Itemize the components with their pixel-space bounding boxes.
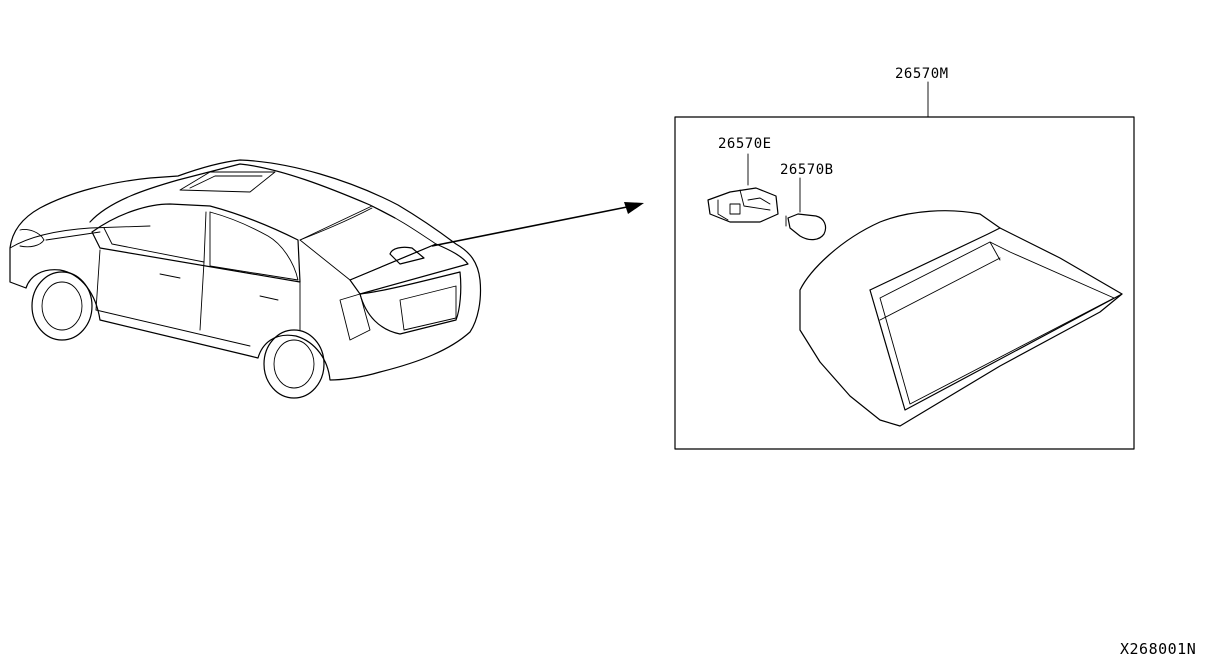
leader-arrow (431, 202, 644, 247)
lamp-assembly (799, 210, 1123, 427)
car-illustration (9, 159, 482, 399)
label-26570E: 26570E (718, 136, 772, 152)
label-26570M: 26570M (895, 66, 949, 82)
detail-box: 26570M 26570E 26570B (674, 66, 1135, 450)
socket-part (707, 187, 779, 223)
label-26570B: 26570B (780, 162, 834, 178)
bulb-part (785, 213, 827, 241)
reference-code: X268001N (1120, 640, 1196, 658)
